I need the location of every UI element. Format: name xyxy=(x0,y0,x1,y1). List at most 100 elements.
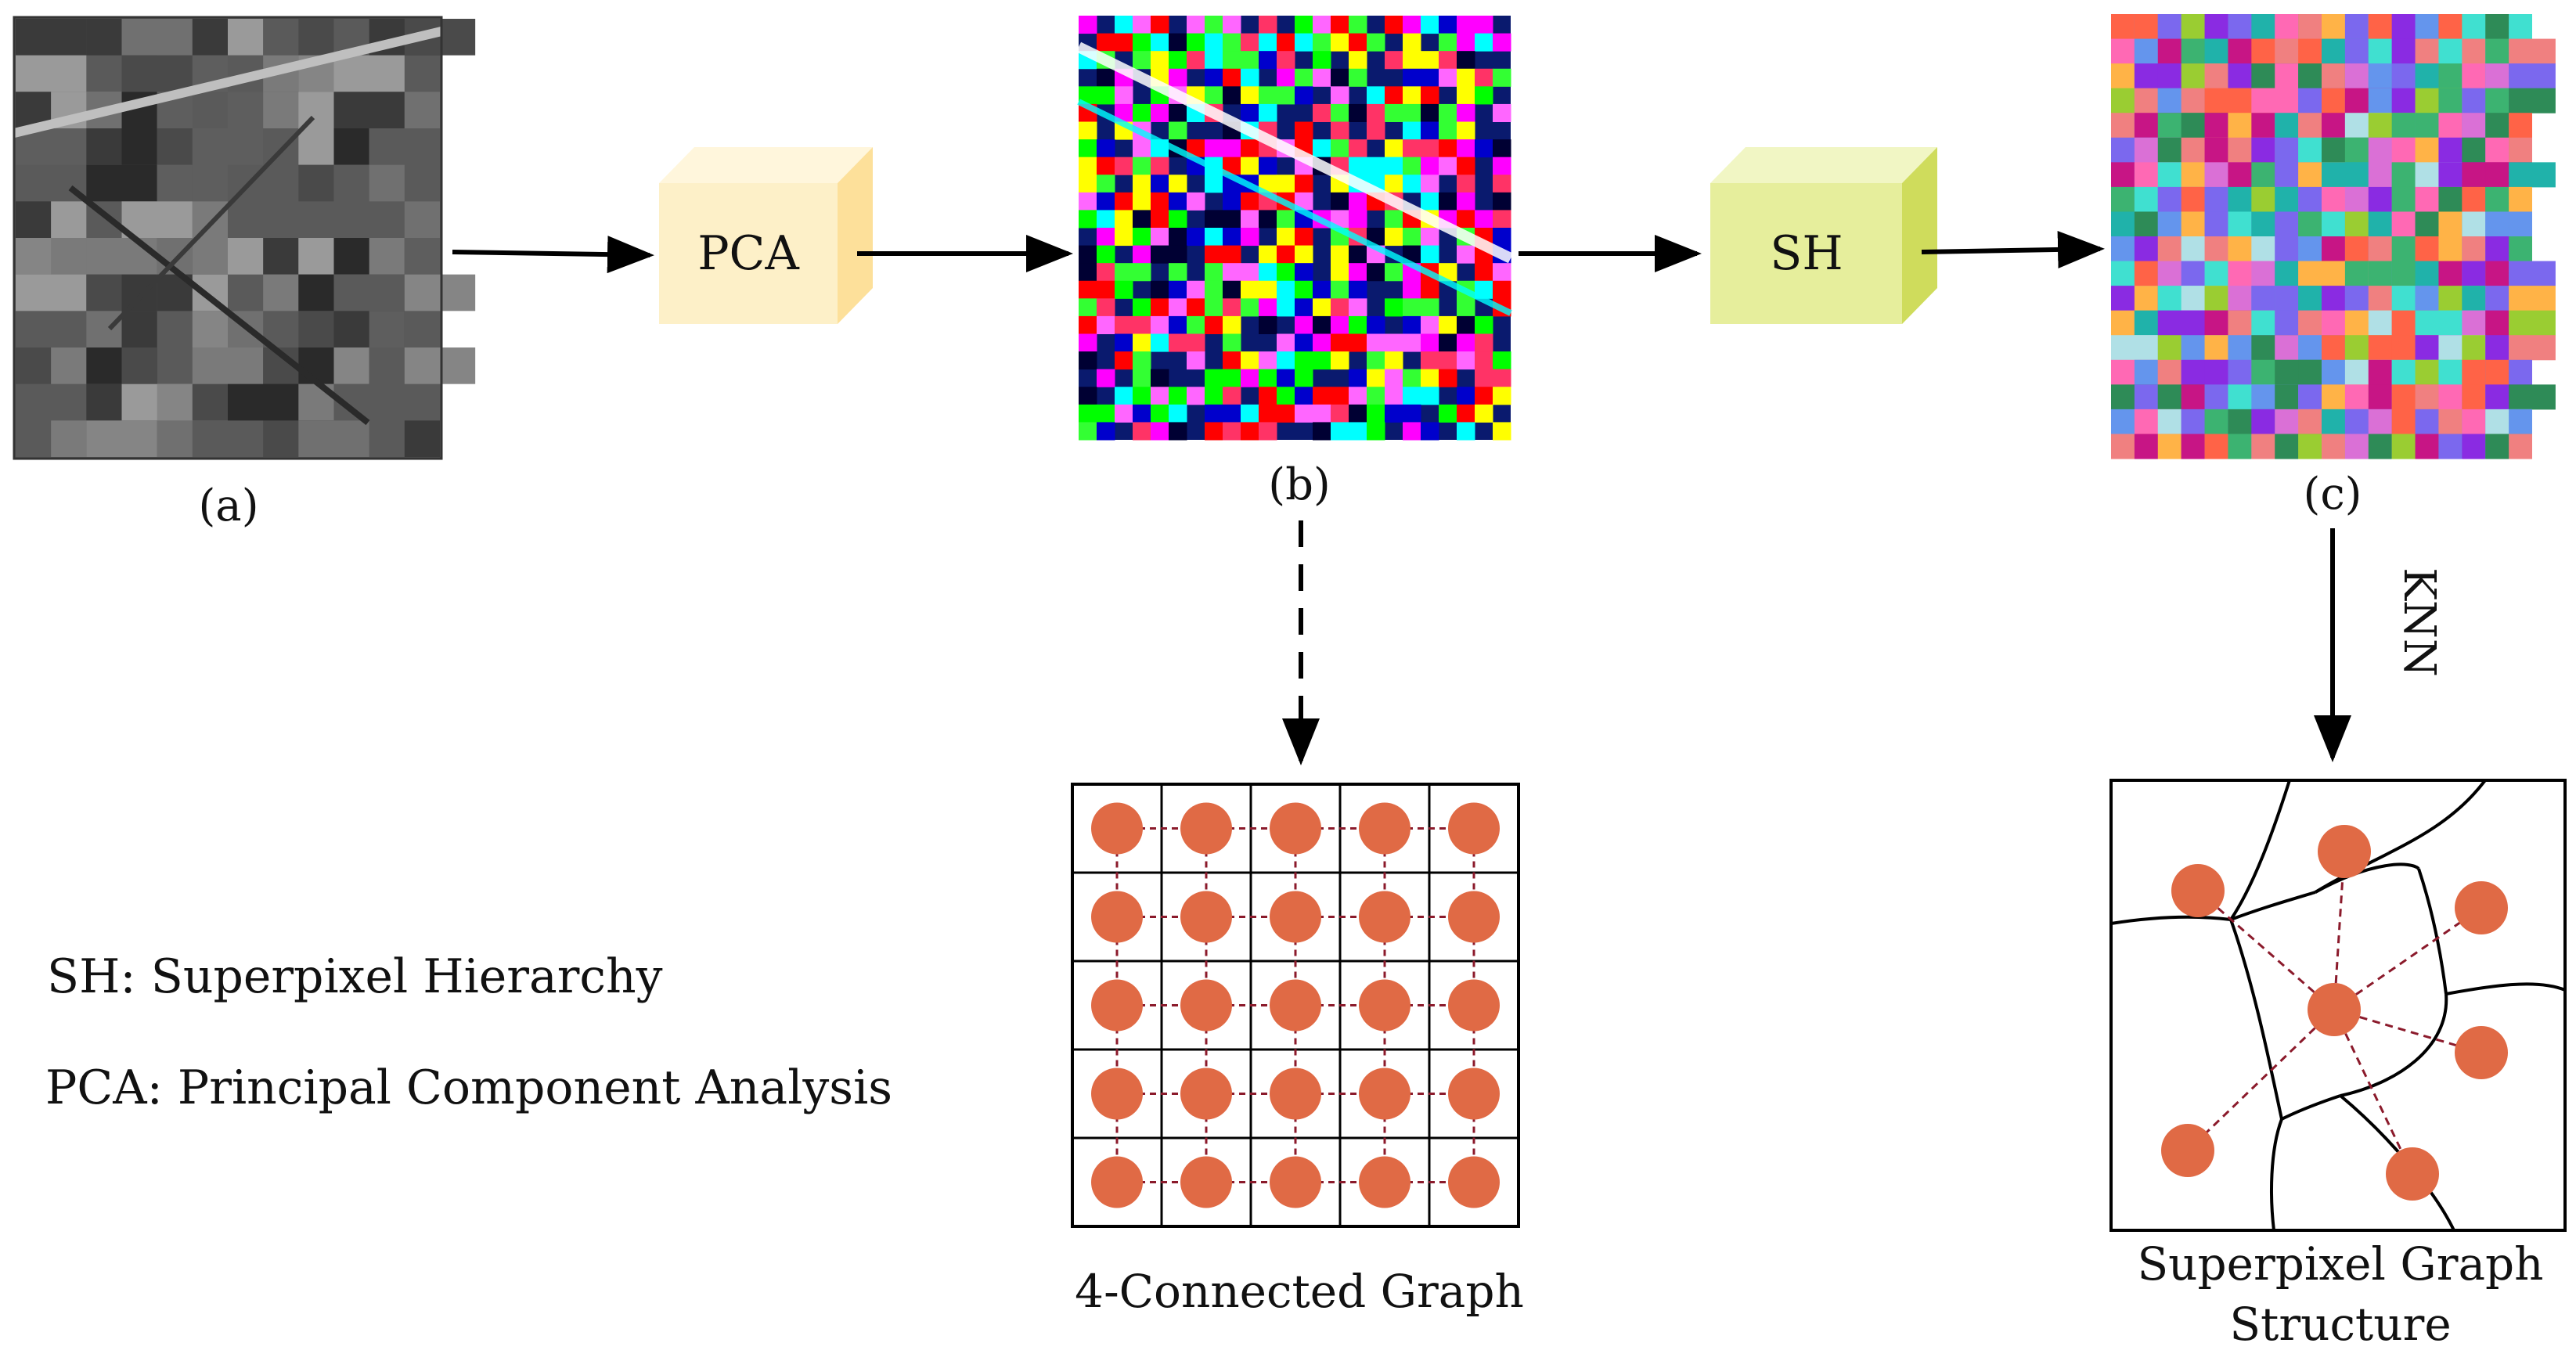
texture-tile xyxy=(2134,14,2158,40)
texture-tile xyxy=(1367,315,1385,334)
graph-node xyxy=(1270,1156,1321,1208)
texture-tile xyxy=(2438,113,2463,139)
texture-tile xyxy=(2509,261,2556,286)
texture-tile xyxy=(1367,263,1385,282)
texture-tile xyxy=(1421,157,1439,175)
texture-tile xyxy=(1457,86,1475,105)
graph-node xyxy=(1448,891,1500,943)
texture-tile xyxy=(1385,86,1403,105)
texture-tile xyxy=(1439,192,1457,211)
texture-tile xyxy=(1403,16,1421,34)
sh-block-top xyxy=(1710,147,1937,183)
texture-tile xyxy=(2134,359,2158,385)
texture-tile xyxy=(1475,333,1493,352)
texture-tile xyxy=(1403,175,1421,193)
texture-tile xyxy=(1205,175,1223,193)
texture-tile xyxy=(1349,51,1367,70)
texture-tile xyxy=(1349,333,1367,352)
texture-tile xyxy=(1349,157,1367,175)
texture-tile xyxy=(1295,175,1313,193)
texture-tile xyxy=(1187,16,1205,34)
texture-tile xyxy=(1313,333,1331,352)
texture-tile xyxy=(2298,359,2322,385)
texture-tile xyxy=(1097,404,1115,423)
texture-tile xyxy=(1403,369,1421,387)
texture-tile xyxy=(1475,86,1493,105)
texture-tile xyxy=(1259,175,1277,193)
texture-tile xyxy=(1421,139,1439,158)
texture-tile xyxy=(2275,137,2299,163)
texture-tile xyxy=(2298,286,2322,311)
texture-tile xyxy=(1331,192,1349,211)
texture-tile xyxy=(1457,175,1475,193)
texture-tile xyxy=(2344,211,2369,237)
texture-tile xyxy=(1115,387,1133,405)
texture-tile xyxy=(1079,245,1097,264)
texture-tile xyxy=(228,92,264,128)
texture-tile xyxy=(1421,387,1439,405)
texture-tile xyxy=(1133,103,1151,122)
texture-tile xyxy=(1313,404,1331,423)
texture-tile xyxy=(1493,210,1511,229)
texture-tile xyxy=(1493,387,1511,405)
texture-tile xyxy=(1493,263,1511,282)
texture-tile xyxy=(1133,228,1151,247)
texture-tile xyxy=(1169,333,1187,352)
texture-tile xyxy=(1475,351,1493,370)
texture-tile xyxy=(1187,315,1205,334)
texture-tile xyxy=(1259,280,1277,299)
arrow-a-to-pca xyxy=(452,236,654,274)
texture-tile xyxy=(1295,404,1313,423)
texture-tile xyxy=(2344,384,2369,410)
texture-tile xyxy=(2204,286,2228,311)
texture-tile xyxy=(2111,261,2135,286)
texture-tile xyxy=(16,201,52,238)
texture-tile xyxy=(2485,137,2509,163)
texture-tile xyxy=(1349,315,1367,334)
texture-tile xyxy=(228,19,264,56)
texture-tile xyxy=(1097,33,1115,52)
texture-tile xyxy=(2111,162,2135,188)
texture-tile xyxy=(2111,14,2135,40)
texture-tile xyxy=(1259,210,1277,229)
texture-tile xyxy=(1259,16,1277,34)
texture-tile xyxy=(1241,192,1259,211)
texture-tile xyxy=(2322,236,2345,262)
texture-tile xyxy=(333,92,405,128)
texture-tile xyxy=(1277,175,1295,193)
texture-tile xyxy=(1277,387,1295,405)
texture-tile xyxy=(1097,245,1115,264)
texture-tile xyxy=(1115,33,1133,52)
texture-tile xyxy=(1493,68,1511,87)
image-a-border xyxy=(13,16,443,460)
texture-tile xyxy=(2368,310,2392,336)
texture-tile xyxy=(1241,210,1259,229)
texture-tile xyxy=(1277,263,1295,282)
texture-tile xyxy=(51,420,87,457)
texture-tile xyxy=(1223,68,1241,87)
texture-tile xyxy=(369,164,405,202)
texture-tile xyxy=(2509,286,2556,311)
texture-tile xyxy=(2415,63,2439,89)
texture-tile xyxy=(157,164,193,202)
texture-tile xyxy=(2251,113,2275,139)
graph-node xyxy=(2171,864,2225,917)
texture-tile xyxy=(1133,422,1151,441)
texture-tile xyxy=(1079,121,1097,140)
texture-tile xyxy=(1349,387,1367,405)
texture-tile xyxy=(1475,210,1493,229)
texture-tile xyxy=(1205,404,1223,423)
texture-tile xyxy=(1385,387,1403,405)
texture-tile xyxy=(1205,280,1223,299)
texture-tile xyxy=(2509,137,2532,163)
texture-tile xyxy=(1259,86,1277,105)
texture-tile xyxy=(2438,261,2463,286)
texture-tile xyxy=(2509,63,2556,89)
sh-block-side xyxy=(1902,147,1937,324)
texture-tile xyxy=(1223,404,1241,423)
texture-tile xyxy=(1403,139,1421,158)
texture-tile xyxy=(2462,384,2486,410)
texture-tile xyxy=(2228,286,2252,311)
texture-tile xyxy=(121,274,157,311)
texture-tile xyxy=(2509,162,2556,188)
